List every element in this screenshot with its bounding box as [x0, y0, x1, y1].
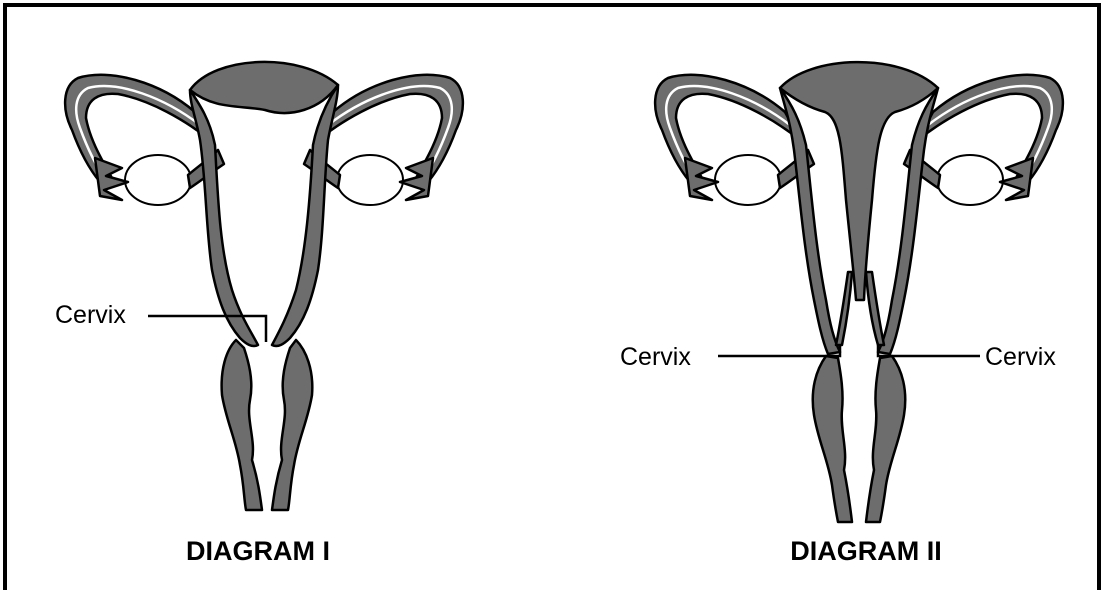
vagina-right-wall-2: [866, 356, 905, 522]
uterus-left-wall-2: [780, 88, 840, 354]
diagram-2-caption: DIAGRAM II: [790, 536, 942, 566]
septum-left-end: [836, 272, 852, 345]
cervix-label-2-left: Cervix: [620, 343, 691, 371]
vagina-left-wall-2: [813, 356, 852, 522]
right-fimbriae: [400, 158, 433, 200]
uterus-fundus: [190, 62, 338, 113]
right-ovary-2: [937, 155, 1003, 205]
cervix-label-2-right: Cervix: [985, 343, 1056, 371]
uterus-right-wall: [272, 85, 338, 346]
diagram-1-caption: DIAGRAM I: [186, 536, 330, 566]
cervix-leader-2-left: [718, 344, 840, 356]
left-ovary-2: [715, 155, 781, 205]
vagina-left-wall: [222, 340, 262, 510]
diagram-2: Cervix Cervix DIAGRAM II: [620, 62, 1063, 566]
septum-right-end: [866, 272, 884, 345]
left-ovary: [125, 155, 191, 205]
diagram-1: Cervix DIAGRAM I: [55, 62, 463, 566]
right-ovary: [337, 155, 403, 205]
right-fimbriae-2: [1000, 158, 1033, 200]
vagina-right-wall: [272, 340, 312, 510]
cervix-label-1: Cervix: [55, 301, 126, 329]
left-fimbriae: [95, 158, 128, 200]
uterus-right-wall-2: [878, 88, 938, 354]
uterus-left-wall: [190, 90, 258, 346]
left-fimbriae-2: [685, 158, 718, 200]
